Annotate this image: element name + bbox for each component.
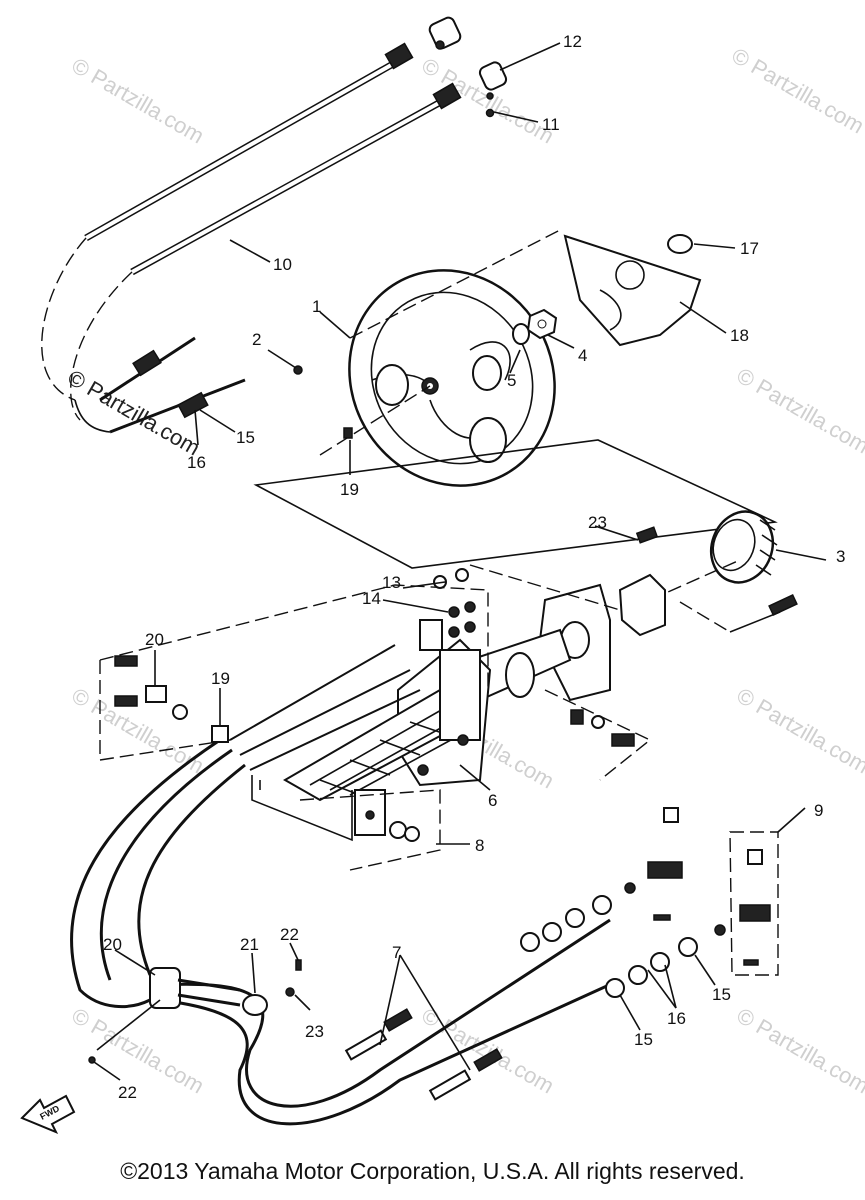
collar-19 [343, 427, 353, 439]
callout-5: 5 [507, 371, 516, 390]
throttle-cables-top [41, 16, 508, 421]
callout-18: 18 [730, 326, 749, 345]
callout-10: 10 [273, 255, 292, 274]
callout-15-right: 15 [712, 985, 731, 1004]
callout-23-bottom: 23 [305, 1022, 324, 1041]
steering-column [468, 564, 666, 702]
assembly-dash-lines [253, 229, 778, 569]
callout-23-top: 23 [588, 513, 607, 532]
callout-4: 4 [578, 346, 587, 365]
callout-3: 3 [836, 547, 845, 566]
callout-20-top: 20 [145, 630, 164, 649]
watermark: © Partzilla.com [733, 1003, 865, 1099]
bracket-6 [282, 619, 492, 836]
callout-7: 7 [392, 943, 401, 962]
callout-19-mid: 19 [211, 669, 230, 688]
callout-11: 11 [542, 115, 560, 134]
fwd-arrow-icon: FWD [20, 1094, 76, 1134]
nut-and-washer [512, 308, 558, 345]
watermark: © Partzilla.com [733, 683, 865, 779]
cable-end-hardware [520, 807, 779, 998]
callout-2: 2 [252, 330, 261, 349]
watermark: © Partzilla.com [733, 363, 865, 459]
callout-22-bottom: 22 [118, 1083, 137, 1102]
callout-8: 8 [475, 836, 484, 855]
callout-15-bottom: 15 [634, 1030, 653, 1049]
callout-9: 9 [814, 801, 823, 820]
callout-numbers: 12 11 10 17 1 18 2 4 5 15 16 19 23 3 13 … [103, 32, 845, 1102]
callout-16-top: 16 [187, 453, 206, 472]
copyright-notice: ©2013 Yamaha Motor Corporation, U.S.A. A… [120, 1158, 745, 1184]
callout-21: 21 [240, 935, 259, 954]
callout-22-top: 22 [280, 925, 299, 944]
watermark: © Partzilla.com [68, 53, 209, 149]
callout-14: 14 [362, 589, 381, 608]
steering-cover [563, 234, 702, 347]
callout-15-top: 15 [236, 428, 255, 447]
cable-clamp [88, 959, 302, 1064]
callout-13: 13 [382, 573, 401, 592]
hub-3 [635, 510, 798, 633]
callout-6: 6 [488, 791, 497, 810]
leader-lines [93, 42, 827, 1081]
callout-19-top: 19 [340, 480, 359, 499]
callout-16-right: 16 [667, 1009, 686, 1028]
mounting-hardware [99, 568, 652, 871]
cable-ends-upper [74, 336, 246, 434]
callout-1: 1 [312, 297, 321, 316]
steering-parts-diagram: © Partzilla.com © Partzilla.com © Partzi… [20, 16, 865, 1134]
callout-20-bottom: 20 [103, 935, 122, 954]
callout-12: 12 [563, 32, 582, 51]
watermark: © Partzilla.com [728, 43, 865, 139]
callout-17: 17 [740, 239, 759, 258]
